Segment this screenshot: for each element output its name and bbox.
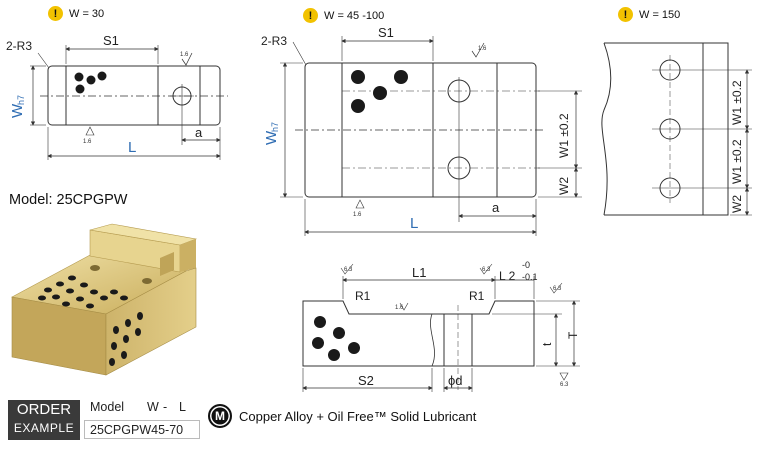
material-note: M Copper Alloy + Oil Free™ Solid Lubrica… — [208, 404, 476, 428]
label-l: L — [128, 139, 136, 156]
variant-text: W = 30 — [69, 7, 105, 20]
label-w1: W1 ±0.2 — [730, 80, 744, 125]
lubricant-dots-w30 — [74, 71, 107, 94]
order-example-value: 25CPGPW45-70 — [84, 420, 200, 439]
label-d: ϕd — [448, 373, 463, 388]
label-r1: R1 — [469, 289, 485, 303]
svg-text:W: W — [263, 130, 280, 145]
label-roughness: 1.6 — [478, 46, 487, 52]
label-w-h7: W h7 — [9, 95, 26, 118]
order-col-l: L — [179, 400, 186, 414]
view-w150 — [601, 42, 752, 216]
label-roughness: 6.3 — [482, 267, 491, 273]
label-s2: S2 — [358, 373, 374, 388]
label-roughness: 1.6 — [395, 305, 404, 311]
section-outline — [302, 300, 535, 367]
label-l1: L1 — [412, 265, 426, 280]
label-roughness: 6.3 — [560, 382, 569, 388]
variant-label-w45-100: ! W = 45 -100 — [303, 8, 384, 23]
variant-text: W = 45 -100 — [324, 9, 385, 22]
label-w1: W1 ±0.2 — [730, 139, 744, 184]
label-a: a — [492, 200, 500, 215]
label-t-upper: T — [566, 331, 580, 339]
variant-label-w150: ! W = 150 — [618, 7, 680, 22]
warning-icon: ! — [303, 8, 318, 23]
warning-icon: ! — [618, 7, 633, 22]
label-s1: S1 — [378, 25, 394, 40]
label-roughness: 1.6 — [83, 139, 92, 145]
label-w1: W1 ±0.2 — [557, 113, 571, 158]
view-w30 — [30, 45, 228, 160]
model-title: Model: 25CPGPW — [9, 192, 128, 208]
label-w2: W2 — [557, 177, 571, 195]
label-roughness: 6.3 — [553, 286, 562, 292]
example-label: EXAMPLE — [13, 421, 75, 435]
label-t-lower: t — [540, 342, 554, 346]
variant-text: W = 150 — [639, 8, 681, 21]
label-l2-tol-lower: -0.1 — [522, 272, 538, 282]
svg-text:h7: h7 — [270, 122, 280, 132]
order-col-dash: - — [163, 400, 168, 414]
order-label: ORDER — [16, 401, 72, 418]
label-r1: R1 — [355, 289, 371, 303]
material-m-icon: M — [208, 404, 232, 428]
label-corner-radius: 2-R3 — [6, 39, 32, 53]
label-w2: W2 — [730, 195, 744, 213]
order-col-model: Model — [90, 400, 125, 414]
lubricant-dots-w45-100 — [351, 70, 408, 113]
svg-text:W: W — [9, 103, 26, 118]
label-corner-radius: 2-R3 — [261, 34, 287, 48]
label-roughness: 6.3 — [344, 267, 353, 273]
variant-label-w30: ! W = 30 — [48, 6, 104, 21]
view-w45-100 — [280, 36, 582, 236]
product-3d-render — [11, 223, 198, 376]
label-roughness: 1.6 — [180, 52, 189, 58]
section-view — [302, 263, 580, 392]
svg-text:h7: h7 — [16, 95, 26, 105]
material-text: Copper Alloy + Oil Free™ Solid Lubricant — [239, 408, 477, 424]
label-w-h7: W h7 — [263, 122, 280, 145]
order-col-w: W — [147, 400, 159, 414]
label-s1: S1 — [103, 33, 119, 48]
label-l2: L 2 — [499, 269, 516, 283]
plate-outline — [47, 65, 221, 126]
order-example-badge: ORDER EXAMPLE — [8, 400, 80, 440]
label-roughness: 1.6 — [353, 212, 362, 218]
lubricant-dots-section — [312, 316, 360, 361]
label-l2-tol-upper: -0 — [522, 260, 530, 270]
warning-icon: ! — [48, 6, 63, 21]
label-a: a — [195, 125, 203, 140]
label-l: L — [410, 215, 418, 232]
